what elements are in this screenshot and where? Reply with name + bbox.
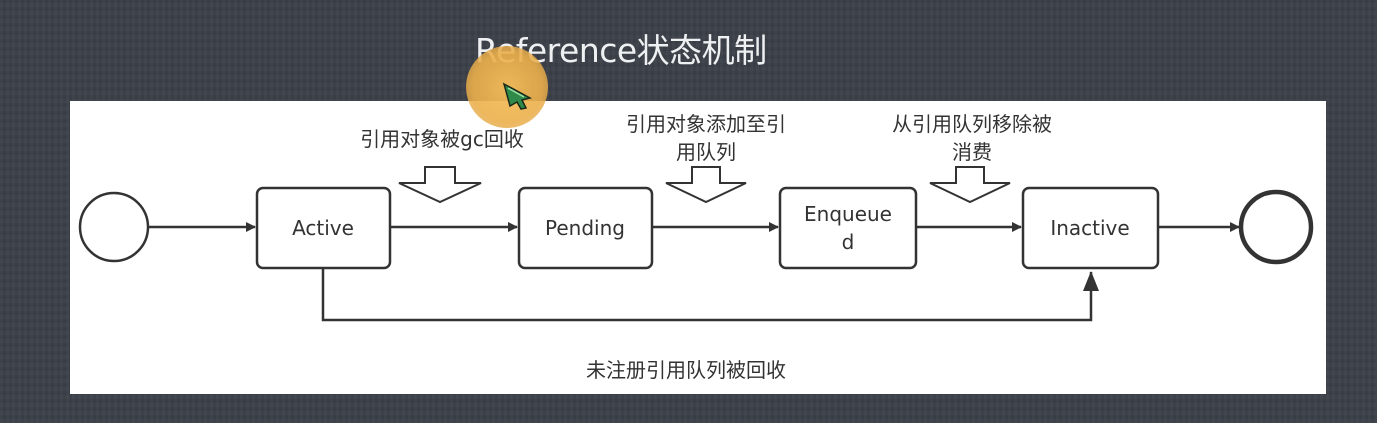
state-enqueued-label-line1: Enqueue [804, 202, 892, 226]
label-gc-collected: 引用对象被gc回收 [360, 127, 524, 151]
state-enqueued-label-line2: d [842, 230, 855, 254]
label-removed-from-queue-line1: 从引用队列移除被 [892, 112, 1052, 136]
hollow-down-arrow-3 [929, 166, 1011, 204]
pointer-cursor-icon [502, 82, 533, 110]
start-node [78, 191, 150, 263]
end-node [1238, 189, 1314, 265]
label-added-to-queue-line1: 引用对象添加至引 [626, 112, 786, 136]
state-active-label: Active [292, 216, 354, 240]
state-pending: Pending [517, 186, 654, 270]
state-enqueued: Enqueue d [778, 186, 918, 270]
arrow-active-to-inactive [321, 268, 1099, 322]
label-removed-from-queue-line2: 消费 [952, 140, 992, 164]
hollow-down-arrow-1 [398, 166, 482, 204]
label-unregistered-collected: 未注册引用队列被回收 [586, 358, 786, 382]
state-inactive: Inactive [1021, 186, 1160, 270]
state-active: Active [255, 186, 392, 270]
state-inactive-label: Inactive [1050, 216, 1129, 240]
state-pending-label: Pending [545, 216, 625, 240]
hollow-down-arrow-2 [665, 166, 747, 204]
label-added-to-queue-line2: 用队列 [676, 140, 736, 164]
